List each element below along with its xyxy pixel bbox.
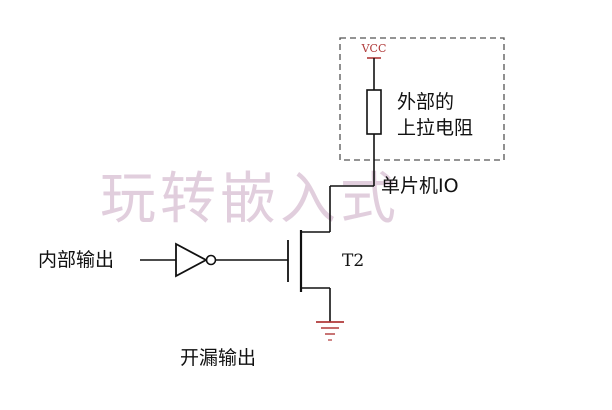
resistor-icon	[366, 89, 382, 135]
internal-output-label: 内部输出	[38, 249, 114, 271]
pullup-dashed-box	[339, 37, 505, 161]
nmos-transistor-icon	[287, 230, 331, 322]
pullup-label-line2: 上拉电阻	[397, 117, 473, 139]
inverter-gate-icon	[175, 242, 217, 278]
ground-icon	[316, 321, 344, 341]
pullup-label-line1: 外部的	[397, 91, 454, 113]
vcc-supply-icon	[367, 57, 381, 90]
mcu-io-label: 单片机IO	[381, 175, 459, 197]
transistor-label: T2	[342, 251, 364, 271]
vcc-label: VCC	[361, 42, 387, 55]
watermark: 玩转嵌入式	[100, 167, 400, 232]
diagram-caption: 开漏输出	[180, 347, 256, 369]
